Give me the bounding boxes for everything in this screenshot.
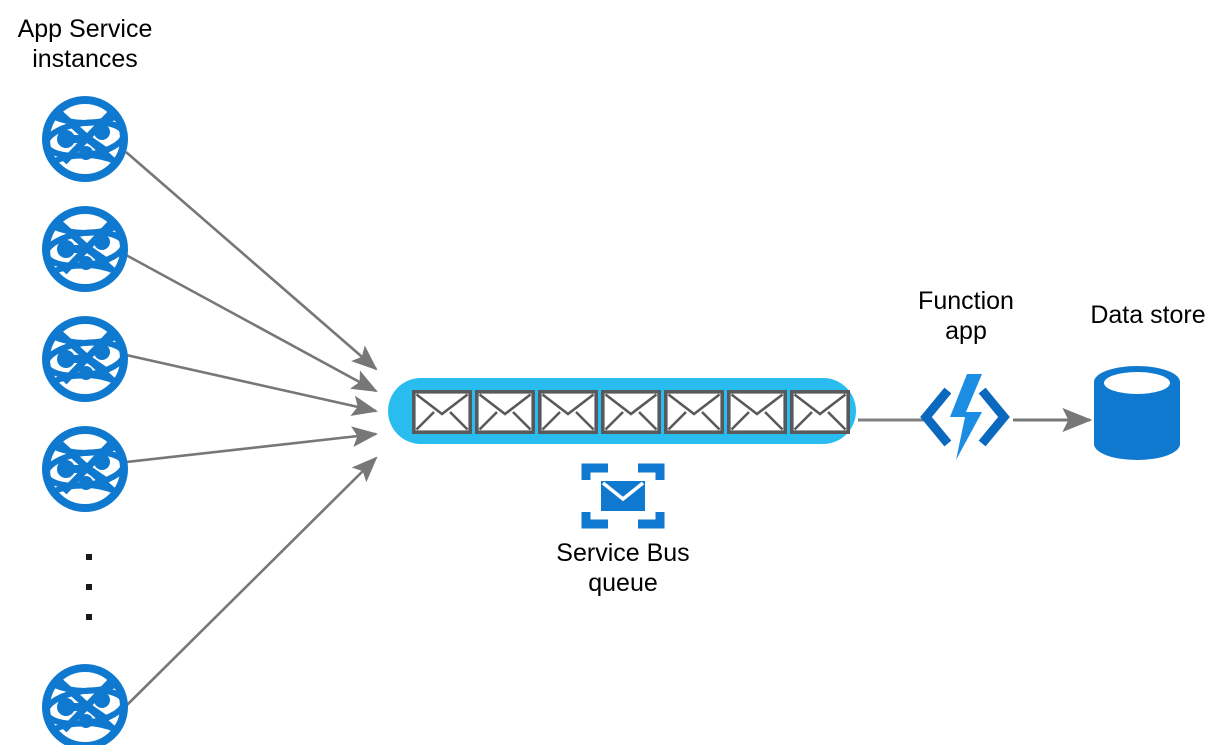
envelope-icon (789, 389, 851, 435)
vertical-ellipsis-icon (86, 554, 92, 620)
app-service-globe-icon[interactable] (44, 320, 126, 398)
app-service-globe-icon[interactable] (44, 210, 126, 288)
database-cylinder-icon[interactable] (1094, 366, 1180, 460)
envelope-icon (663, 389, 725, 435)
connector-group-instances-to-queue (125, 151, 379, 707)
envelope-icon (726, 389, 788, 435)
app-service-instances-label: App Service instances (17, 15, 153, 73)
envelope-icon (474, 389, 536, 435)
app-service-instances-group (44, 100, 126, 745)
connector-instance-4-to-queue (125, 426, 379, 464)
app-service-globe-icon[interactable] (44, 430, 126, 508)
connector-instance-1-to-queue (125, 151, 378, 371)
service-bus-queue-icon[interactable] (586, 468, 660, 524)
envelope-icon (537, 389, 599, 435)
connector-instance-3-to-queue (125, 353, 379, 416)
connector-instance-5-to-queue (125, 456, 378, 707)
envelope-icon (411, 389, 473, 435)
data-store-label: Data store (1090, 301, 1206, 329)
envelope-icon (600, 389, 662, 435)
app-service-globe-icon[interactable] (44, 668, 126, 745)
function-app-label: Function app (918, 287, 1014, 345)
azure-functions-icon[interactable] (926, 374, 1004, 460)
app-service-globe-icon[interactable] (44, 100, 126, 178)
service-bus-queue-label: Service Bus queue (556, 539, 690, 597)
service-bus-queue-bar[interactable] (388, 378, 856, 444)
connector-instance-2-to-queue (125, 253, 378, 393)
